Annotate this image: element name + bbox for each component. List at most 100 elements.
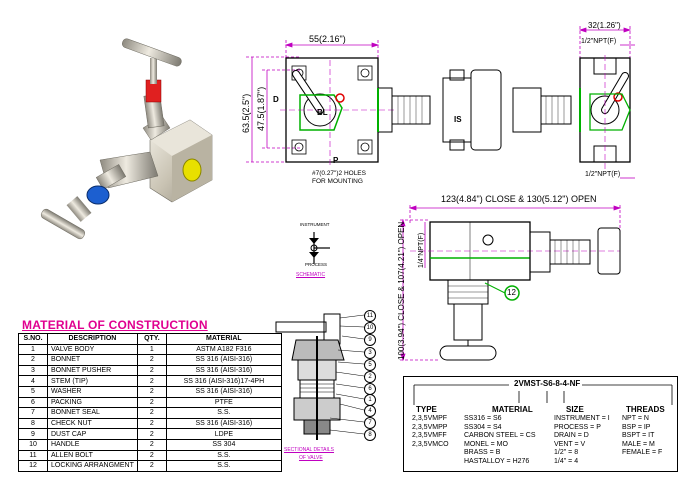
ordering-code-leaders [413,384,673,405]
ordering-material-item: HASTALLOY = H276 [464,457,530,465]
ordering-type-item: 2,3,5VMPF [412,415,448,422]
front-height-dim: 100(3.94") CLOSE & 107(4.21") OPEN [397,221,406,360]
cell-qty: 2 [136,428,167,440]
cell-qty: 2 [136,417,167,430]
schematic-label-bottom: PROCESS [305,262,328,267]
sectional-callout: 4 [364,405,376,417]
ordering-size-header: SIZE [566,405,584,414]
cell-description: WASHER [47,385,138,398]
sectional-callout: 9 [364,334,376,346]
cell-qty: 1 [136,343,167,356]
cell-description: BONNET SEAL [47,407,138,419]
cell-description: BONNET [47,354,138,366]
sectional-callout: 7 [364,417,376,429]
cell-material: S.S. [165,407,282,419]
cell-sno: 8 [18,417,48,430]
cell-sno: 5 [18,385,48,398]
ordering-threads-item: NPT = N [622,415,649,422]
header-material: MATERIAL [165,333,282,345]
sectional-callout: 3 [364,347,376,359]
cell-sno: 3 [18,364,48,377]
holes-note-line2: FOR MOUNTING [312,178,363,185]
cell-description: PACKING [47,396,138,409]
cell-qty: 2 [136,407,167,419]
ordering-material-header: MATERIAL [492,405,533,414]
ordering-threads-item: BSPT = IT [622,432,655,439]
top-height-dim-outer: 63.5(2.5") [241,93,251,133]
cell-material: SS 316 (AISI-316)17-4PH [165,375,282,387]
sectional-caption-1: SECTIONAL DETAILS [284,447,335,453]
cell-sno: 1 [18,343,48,356]
sectional-callout: 5 [364,359,376,371]
cell-description: STEM (TIP) [47,375,138,387]
ordering-size-item: DRAIN = D [554,432,589,439]
ordering-threads-item: FEMALE = F [622,449,663,456]
cell-qty: 2 [136,460,167,472]
ordering-size-item: 1/2" = 8 [554,449,579,456]
ordering-size-item: VENT = V [554,440,586,448]
table-header-row: S.NO. DESCRIPTION QTY. MATERIAL [18,333,282,345]
cell-sno: 6 [18,396,48,409]
side-npt-bottom: 1/2"NPT(F) [585,171,621,178]
cell-qty: 2 [136,375,167,387]
cell-material: S.S. [165,460,282,472]
side-npt-top: 1/2"NPT(F) [581,38,617,45]
cell-material: ASTM A182 F316 [165,343,282,356]
ordering-material-item: SS316 = S6 [464,415,502,422]
cell-sno: 7 [18,407,48,419]
material-table-title: MATERIAL OF CONSTRUCTION [22,318,208,332]
port-d-label: D [273,95,279,104]
ordering-type-header: TYPE [416,405,437,414]
ordering-size-item: PROCESS = P [554,423,601,431]
header-qty: QTY. [136,333,167,345]
front-length-dim: 123(4.84") CLOSE & 130(5.12") OPEN [441,194,597,204]
ordering-code: 2VMST-S6-8-4-NF [514,379,581,388]
holes-note-line1: #7(0.27")2 HOLES [312,170,366,177]
sectional-callout: 10 [364,322,376,334]
cell-material: LDPE [165,428,282,440]
front-callout-12: 12 [507,288,516,297]
ordering-material-item: MONEL = MO [464,440,508,448]
schematic-label-top: INSTRUMENT [300,222,330,227]
cell-material: S.S. [165,449,282,462]
sectional-callout: 8 [364,429,376,441]
top-width-dim: 55(2.16") [309,34,346,44]
ordering-material-item: SS304 = S4 [464,423,502,431]
front-npt-side: 1/4"NPT(F) [418,232,425,268]
ordering-material-item: CARBON STEEL = CS [464,432,536,439]
cell-material: SS 316 (AISI-316) [165,385,282,398]
cell-material: SS 316 (AISI-316) [165,417,282,430]
cell-material: SS 316 (AISI-316) [165,354,282,366]
cell-description: DUST CAP [47,428,138,440]
cell-material: SS 316 (AISI-316) [165,364,282,377]
cell-sno: 4 [18,375,48,387]
sectional-caption-2: OF VALVE [299,455,323,461]
ordering-type-item: 2,3,5VMFF [412,432,447,439]
cell-description: CHECK NUT [47,417,138,430]
cell-sno: 11 [18,449,48,462]
valve-is-label: IS [454,115,462,124]
cell-sno: 12 [18,460,48,472]
cell-qty: 2 [136,354,167,366]
cell-qty: 2 [136,396,167,409]
cell-qty: 2 [136,438,167,451]
ordering-type-item: 2,3,5VMPP [412,423,448,431]
port-p-label: P [333,156,339,165]
cell-sno: 10 [18,438,48,451]
cell-description: VALVE BODY [47,343,138,356]
ordering-size-item: 1/4" = 4 [554,457,579,465]
cell-qty: 2 [136,449,167,462]
cell-material: SS 304 [165,438,282,451]
